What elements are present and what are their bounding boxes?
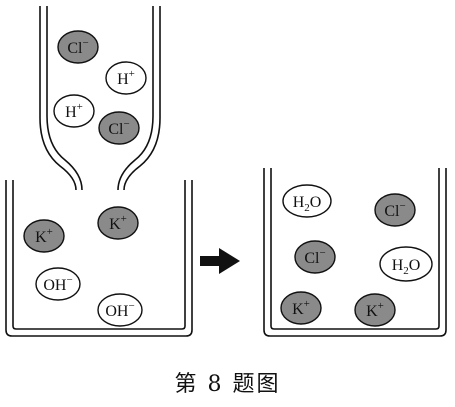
svg-text:H+: H+	[117, 68, 135, 88]
figure-caption: 第 8 题图	[174, 372, 281, 397]
svg-text:H2O: H2O	[293, 194, 322, 214]
svg-text:OH−: OH−	[43, 274, 72, 294]
hydrogen-ion: H+	[105, 61, 147, 95]
svg-text:Cl−: Cl−	[384, 200, 405, 220]
chloride-ion: Cl−	[374, 193, 416, 227]
svg-text:K+: K+	[35, 226, 53, 246]
hydroxide-ion: OH−	[97, 293, 143, 327]
svg-text:Cl−: Cl−	[108, 118, 129, 138]
dropper-inner-right-wall	[117, 6, 154, 191]
right-beaker	[263, 168, 447, 337]
svg-text:H+: H+	[65, 101, 83, 121]
right-beaker-species: H2O Cl− Cl− H2O K+ K+	[280, 184, 433, 327]
potassium-ion: K+	[23, 219, 65, 253]
dropper-outer-left-wall	[39, 6, 77, 191]
svg-text:Cl−: Cl−	[67, 37, 88, 57]
hydroxide-ion: OH−	[35, 267, 81, 301]
dropper-inner-left-wall	[46, 6, 83, 191]
svg-text:K+: K+	[292, 298, 310, 318]
hydrogen-ion: H+	[53, 94, 95, 128]
svg-text:K+: K+	[109, 213, 127, 233]
potassium-ion: K+	[280, 291, 322, 325]
water-molecule: H2O	[379, 246, 433, 282]
svg-text:H2O: H2O	[392, 257, 421, 277]
dropper-outer-right-wall	[123, 6, 161, 191]
potassium-ion: K+	[97, 206, 139, 240]
potassium-ion: K+	[354, 293, 396, 327]
svg-text:Cl−: Cl−	[304, 247, 325, 267]
chloride-ion: Cl−	[57, 30, 99, 64]
svg-text:OH−: OH−	[105, 300, 134, 320]
dropper-tube	[39, 6, 161, 191]
water-molecule: H2O	[282, 184, 332, 218]
left-beaker-ions: K+ K+ OH− OH−	[23, 206, 143, 327]
chloride-ion: Cl−	[98, 111, 140, 145]
dropper-ions: Cl− H+ H+ Cl−	[53, 30, 147, 145]
chloride-ion: Cl−	[294, 240, 336, 274]
svg-text:K+: K+	[366, 300, 384, 320]
left-beaker	[5, 180, 193, 337]
arrow-right-icon	[200, 248, 240, 274]
